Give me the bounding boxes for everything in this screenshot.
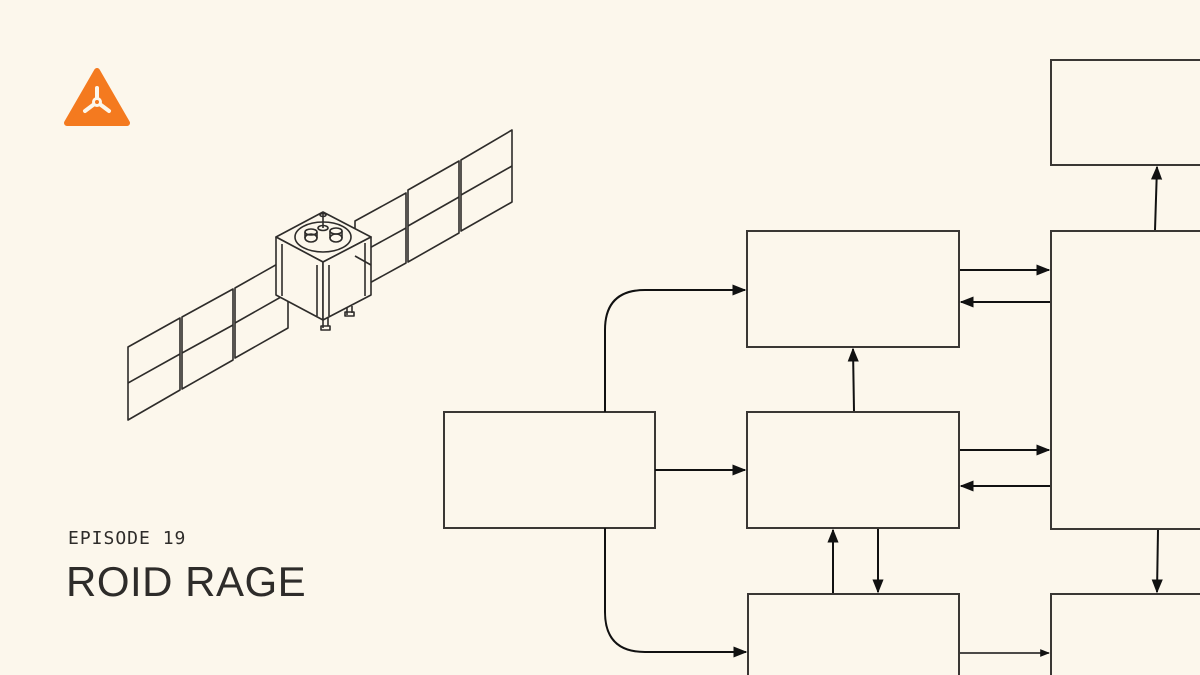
upper-middle-block [746,230,960,348]
right-top-block [1050,59,1200,166]
right-large-block [1050,230,1200,530]
arrow-right-to-top [1151,165,1163,231]
right-bottom-block [1050,593,1200,675]
input-block [443,411,656,529]
satellite-icon [127,129,513,421]
arrow-right-to-bottom [1151,529,1163,594]
episode-label: EPISODE 19 [68,528,187,549]
arrow-input-to-lower [604,528,748,658]
episode-title: ROID RAGE [66,558,307,605]
triangle-logo-icon [64,68,130,126]
arrow-center-to-upper [847,347,859,412]
arrow-input-to-upper [604,284,747,412]
lower-middle-block [747,593,960,675]
center-block [746,411,960,529]
